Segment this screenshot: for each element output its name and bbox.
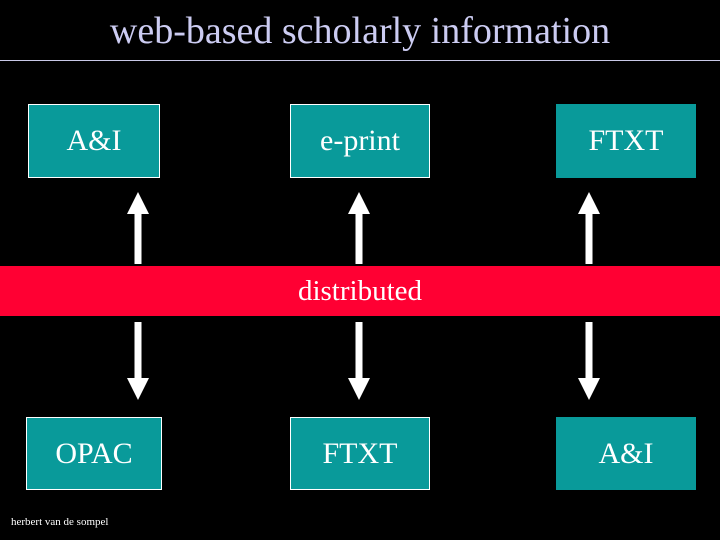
arrow-down-icon <box>125 322 151 400</box>
arrow-down-icon <box>576 322 602 400</box>
arrow-up-icon <box>346 192 372 264</box>
arrow-down-icon <box>346 322 372 400</box>
node-box-ai-top[interactable]: A&I <box>28 104 160 178</box>
node-box-opac-bottom[interactable]: OPAC <box>26 417 162 490</box>
node-box-label: FTXT <box>588 124 664 157</box>
node-box-label: A&I <box>66 124 122 157</box>
node-box-label: OPAC <box>55 436 133 470</box>
node-box-ftxt-bottom[interactable]: FTXT <box>290 417 430 490</box>
arrow-up-icon <box>576 192 602 264</box>
distributed-band-label: distributed <box>297 274 423 307</box>
distributed-band: distributed <box>0 266 720 316</box>
node-box-ai-bottom[interactable]: A&I <box>556 417 696 490</box>
arrow-up-icon <box>125 192 151 264</box>
footer-credit: herbert van de sompel <box>11 516 109 528</box>
node-box-ftxt-top[interactable]: FTXT <box>556 104 696 178</box>
title-divider <box>0 60 720 61</box>
node-box-label: FTXT <box>322 436 398 470</box>
node-box-label: e-print <box>320 124 400 157</box>
node-box-eprint-top[interactable]: e-print <box>290 104 430 178</box>
node-box-label: A&I <box>598 436 654 470</box>
page-title: web-based scholarly information <box>109 10 611 52</box>
